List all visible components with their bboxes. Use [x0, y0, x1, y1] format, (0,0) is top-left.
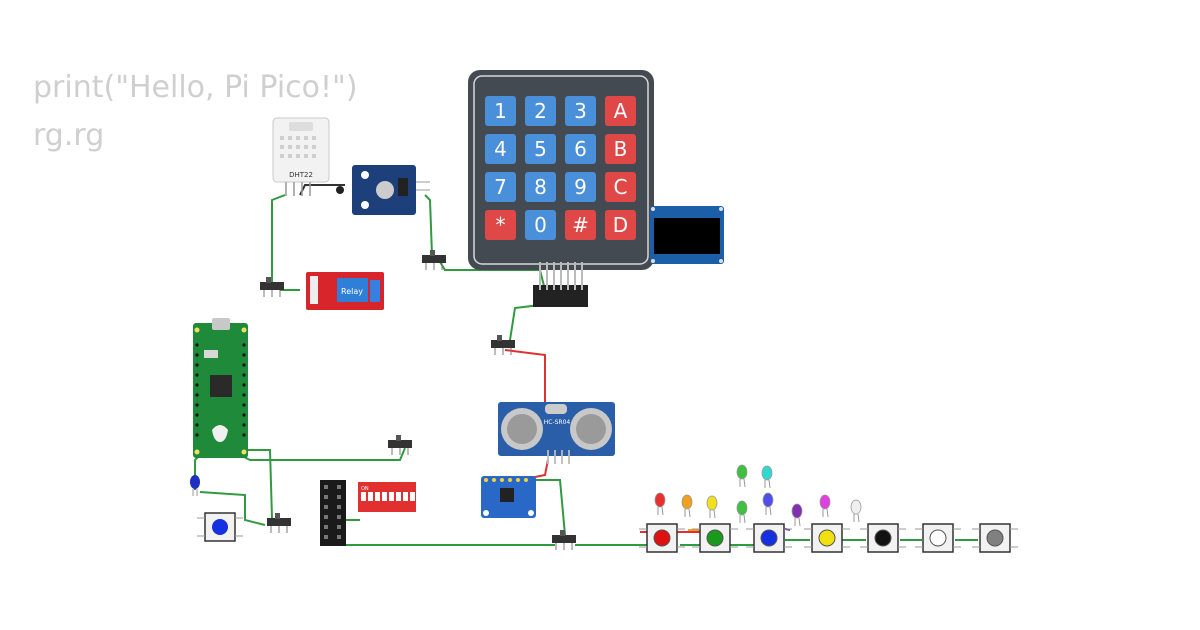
wire-header-bus[interactable] [344, 540, 555, 546]
code-line-print: print("Hello, Pi Pico!") [33, 70, 358, 105]
led-4[interactable] [736, 500, 748, 524]
pushbutton-blue-left[interactable] [197, 512, 243, 542]
keypad-key-label: 6 [574, 137, 587, 161]
dip-switch-8[interactable]: ON [358, 482, 416, 512]
code-line-rg: rg.rg [33, 118, 105, 153]
led-row [654, 464, 862, 527]
led-2[interactable] [706, 495, 718, 519]
keypad-key-4[interactable]: 4 [485, 134, 516, 164]
pushbutton-0[interactable] [639, 523, 685, 553]
wire-imu-switch[interactable] [535, 479, 566, 536]
raspberry-pi-pico[interactable] [193, 318, 248, 458]
pin-header-strip [320, 480, 346, 546]
keypad-key-1[interactable]: 1 [485, 96, 516, 126]
keypad-key-hash[interactable]: # [565, 210, 596, 240]
pushbutton-6[interactable] [972, 523, 1018, 553]
relay-module[interactable]: Relay [306, 272, 384, 310]
pushbutton-3[interactable] [804, 523, 850, 553]
pushbutton-1[interactable] [692, 523, 738, 553]
led-blue-left[interactable] [190, 475, 200, 496]
keypad-key-label: C [614, 175, 628, 199]
keypad-key-3[interactable]: 3 [565, 96, 596, 126]
keypad-4x4[interactable]: 1 2 3 A 4 5 6 B 7 8 9 C * 0 # D [468, 70, 654, 270]
keypad-key-0[interactable]: 0 [525, 210, 556, 240]
led-7[interactable] [791, 503, 803, 527]
keypad-keys: 1 2 3 A 4 5 6 B 7 8 9 C * 0 # D [485, 96, 636, 240]
wire-dht-switch[interactable] [271, 194, 286, 282]
slide-switch-5[interactable] [267, 513, 291, 533]
keypad-key-label: 9 [574, 175, 587, 199]
wire-joystick-switch[interactable] [424, 194, 433, 256]
slide-switch-2[interactable] [422, 250, 446, 270]
wire-led-button[interactable] [199, 491, 266, 526]
keypad-key-label: 2 [534, 99, 547, 123]
slide-switch-4[interactable] [388, 435, 412, 455]
keypad-key-c[interactable]: C [605, 172, 636, 202]
keypad-key-label: 5 [534, 137, 547, 161]
keypad-key-label: D [613, 213, 628, 237]
keypad-key-d[interactable]: D [605, 210, 636, 240]
wire-ultrasonic-imu[interactable] [529, 459, 549, 479]
pushbutton-4[interactable] [860, 523, 906, 553]
keypad-key-b[interactable]: B [605, 134, 636, 164]
dip-on-label: ON [361, 486, 369, 492]
keypad-key-a[interactable]: A [605, 96, 636, 126]
keypad-key-6[interactable]: 6 [565, 134, 596, 164]
keypad-key-label: 3 [574, 99, 587, 123]
led-6[interactable] [762, 492, 774, 516]
keypad-key-label: 4 [494, 137, 507, 161]
led-5[interactable] [761, 465, 773, 489]
keypad-key-label: 1 [494, 99, 507, 123]
keypad-key-label: 7 [494, 175, 507, 199]
slide-switch-3[interactable] [491, 335, 515, 355]
led-8[interactable] [819, 494, 831, 518]
keypad-key-5[interactable]: 5 [525, 134, 556, 164]
keypad-key-star[interactable]: * [485, 210, 516, 240]
keypad-key-9[interactable]: 9 [565, 172, 596, 202]
keypad-key-label: B [614, 137, 628, 161]
keypad-key-label: # [572, 213, 589, 237]
led-1[interactable] [681, 494, 693, 518]
keypad-key-label: A [614, 99, 628, 123]
keypad-key-7[interactable]: 7 [485, 172, 516, 202]
raspberry-logo-icon [212, 425, 228, 442]
keypad-key-label: * [496, 213, 506, 237]
pushbutton-2[interactable] [746, 523, 792, 553]
keypad-key-2[interactable]: 2 [525, 96, 556, 126]
dht22-label: DHT22 [289, 171, 313, 179]
pushbutton-row [639, 523, 1018, 553]
keypad-key-8[interactable]: 8 [525, 172, 556, 202]
keypad-key-label: 0 [534, 213, 547, 237]
imu-module[interactable] [481, 476, 536, 518]
keypad-pin-header [533, 262, 588, 307]
ultrasonic-label: HC-SR04 [544, 419, 571, 426]
wire-switch-ultrasonic[interactable] [504, 349, 546, 405]
oled-display [650, 206, 724, 264]
wire-header-switch[interactable] [509, 304, 541, 341]
relay-label: Relay [341, 287, 363, 296]
pushbutton-5[interactable] [915, 523, 961, 553]
led-9[interactable] [850, 499, 862, 523]
dht22-sensor[interactable]: DHT22 [272, 117, 330, 196]
slide-switch-6[interactable] [552, 530, 576, 550]
ultrasonic-sensor[interactable]: HC-SR04 [498, 402, 615, 464]
slide-switch-1[interactable] [260, 277, 284, 297]
keypad-key-label: 8 [534, 175, 547, 199]
led-3[interactable] [736, 464, 748, 488]
sensor-module-blue[interactable] [336, 165, 430, 215]
led-0[interactable] [654, 492, 666, 516]
